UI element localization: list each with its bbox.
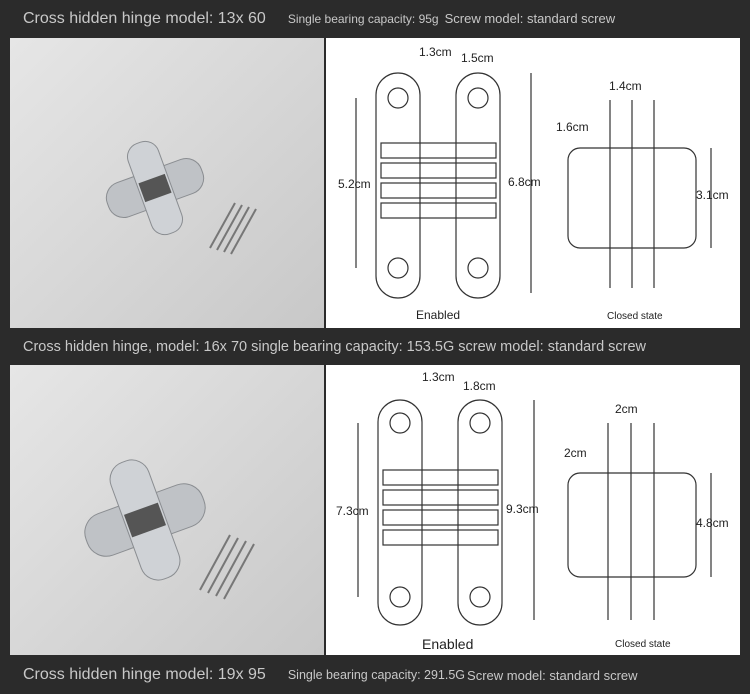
dimension-diagram-13x60: 1.3cm 1.5cm 5.2cm 6.8cm 1.4cm 1.6cm 3.1c… [326,38,740,328]
screw-label: Screw model: standard screw [444,11,616,26]
svg-text:1.3cm: 1.3cm [422,370,455,384]
svg-text:9.3cm: 9.3cm [506,502,539,516]
svg-text:6.8cm: 6.8cm [508,175,541,189]
svg-text:1.4cm: 1.4cm [609,79,642,93]
svg-text:1.8cm: 1.8cm [463,379,496,393]
svg-text:Enabled: Enabled [422,636,473,652]
svg-text:1.5cm: 1.5cm [461,51,494,65]
svg-text:Enabled: Enabled [416,308,460,322]
hinge-photo-icon [105,140,257,255]
screw-label: Screw model: standard screw [467,667,638,683]
hinge-photo-icon [84,459,255,600]
spec-bar-16x70: Cross hidden hinge, model: 16x 70 single… [10,328,740,365]
spec-bar-19x95: Cross hidden hinge model: 19x 95 Single … [10,656,740,694]
svg-text:5.2cm: 5.2cm [338,177,371,191]
svg-text:4.8cm: 4.8cm [696,516,729,530]
dimension-diagram-16x70: 1.3cm 1.8cm 7.3cm 9.3cm 2cm 2cm 4.8cm En… [326,365,740,655]
svg-text:2cm: 2cm [564,446,587,460]
spec-bar-13x60: Cross hidden hinge model: 13x 60 Single … [10,0,740,37]
hinge-diagram: 1.3cm 1.8cm 7.3cm 9.3cm 2cm 2cm 4.8cm En… [336,370,729,652]
capacity-label: Single bearing capacity: 95g [287,11,439,26]
model-label: Cross hidden hinge model: 13x 60 [23,9,266,27]
product-photo-16x70 [10,365,324,655]
svg-text:1.3cm: 1.3cm [419,45,452,59]
svg-text:1.6cm: 1.6cm [556,120,589,134]
svg-text:Closed state: Closed state [607,311,663,322]
product-photo-13x60 [10,38,324,328]
model-label: Cross hidden hinge model: 19x 95 [23,666,266,683]
svg-text:Closed state: Closed state [615,639,671,650]
spec-label: Cross hidden hinge, model: 16x 70 single… [23,338,647,355]
capacity-label: Single bearing capacity: 291.5G [287,668,466,682]
svg-text:7.3cm: 7.3cm [336,504,369,518]
svg-text:2cm: 2cm [615,402,638,416]
svg-text:3.1cm: 3.1cm [696,188,729,202]
hinge-diagram: 1.3cm 1.5cm 5.2cm 6.8cm 1.4cm 1.6cm 3.1c… [338,45,729,322]
